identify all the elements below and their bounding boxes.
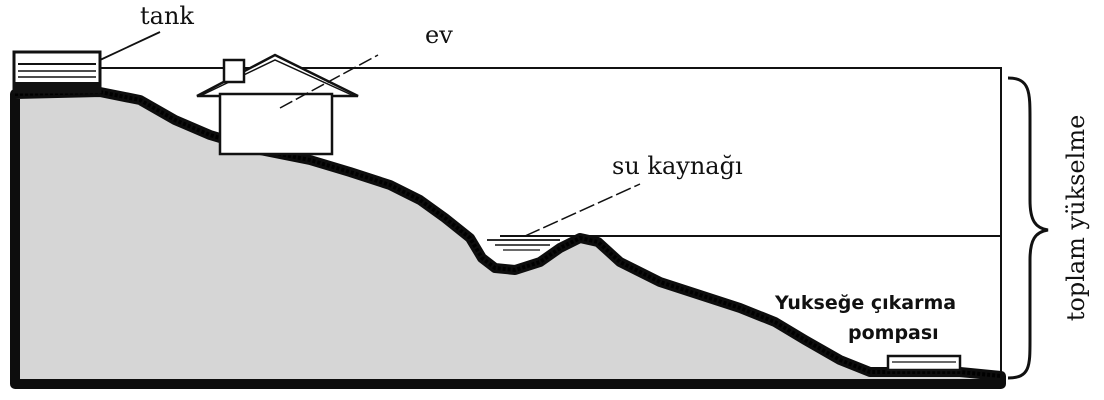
tank-icon [12,50,102,94]
house-label: ev [425,21,453,49]
total-lift-brace [1007,76,1049,380]
house-icon [196,53,359,156]
total-lift-label: toplam yükselme [1062,115,1090,322]
water-source-leader-line [524,183,641,237]
tank-leader-line [99,31,161,61]
house-leader-line [279,54,379,109]
pump-label-line2: pompası [848,322,939,344]
pump-icon [886,354,962,372]
tank-label: tank [140,2,194,30]
water-source-pond [487,239,560,251]
pump-label-line1: Yukseğe çıkarma [774,292,956,314]
water-source-label: su kaynağı [612,152,743,180]
